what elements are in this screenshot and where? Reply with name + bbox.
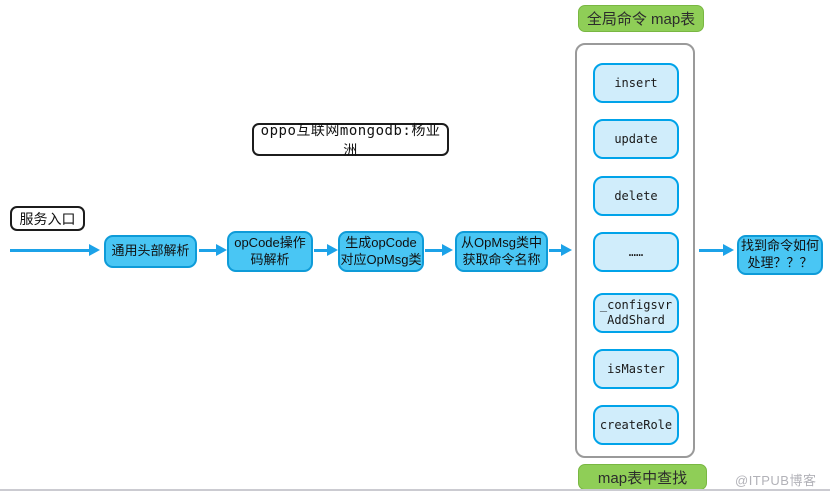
step-node-header-parse: 通用头部解析 [104, 235, 197, 268]
watermark-label: @ITPUB博客 [735, 473, 817, 488]
step-node-generate-opmsg: 生成opCode 对应OpMsg类 [338, 231, 424, 272]
author-note-node: oppo互联网mongodb:杨亚洲 [252, 123, 449, 159]
flow-arrow-out-of-map [699, 244, 734, 256]
map-table-container: insert update delete …… _configsvr AddSh… [575, 43, 695, 458]
flow-arrow-into-map [549, 244, 572, 256]
step-node-opcode-parse: opCode操作 码解析 [227, 231, 313, 272]
command-node-update: update [593, 119, 679, 159]
flow-arrow-2 [314, 244, 338, 256]
flow-arrow-entry [10, 244, 100, 256]
map-table-footer: map表中查找 [578, 464, 707, 490]
command-node-insert: insert [593, 63, 679, 103]
bottom-divider [0, 489, 830, 491]
command-node-delete: delete [593, 176, 679, 216]
command-node-createrole: createRole [593, 405, 679, 445]
service-entry-node: 服务入口 [10, 206, 85, 231]
map-table-title: 全局命令 map表 [578, 5, 704, 32]
flow-arrow-1 [199, 244, 227, 256]
step-node-get-command-name: 从OpMsg类中 获取命令名称 [455, 231, 548, 272]
command-node-configsvr-addshard: _configsvr AddShard [593, 293, 679, 333]
command-node-ismaster: isMaster [593, 349, 679, 389]
result-node-how-to-handle: 找到命令如何 处理？？？ [737, 235, 823, 275]
flow-arrow-3 [425, 244, 453, 256]
command-node-ellipsis: …… [593, 232, 679, 272]
